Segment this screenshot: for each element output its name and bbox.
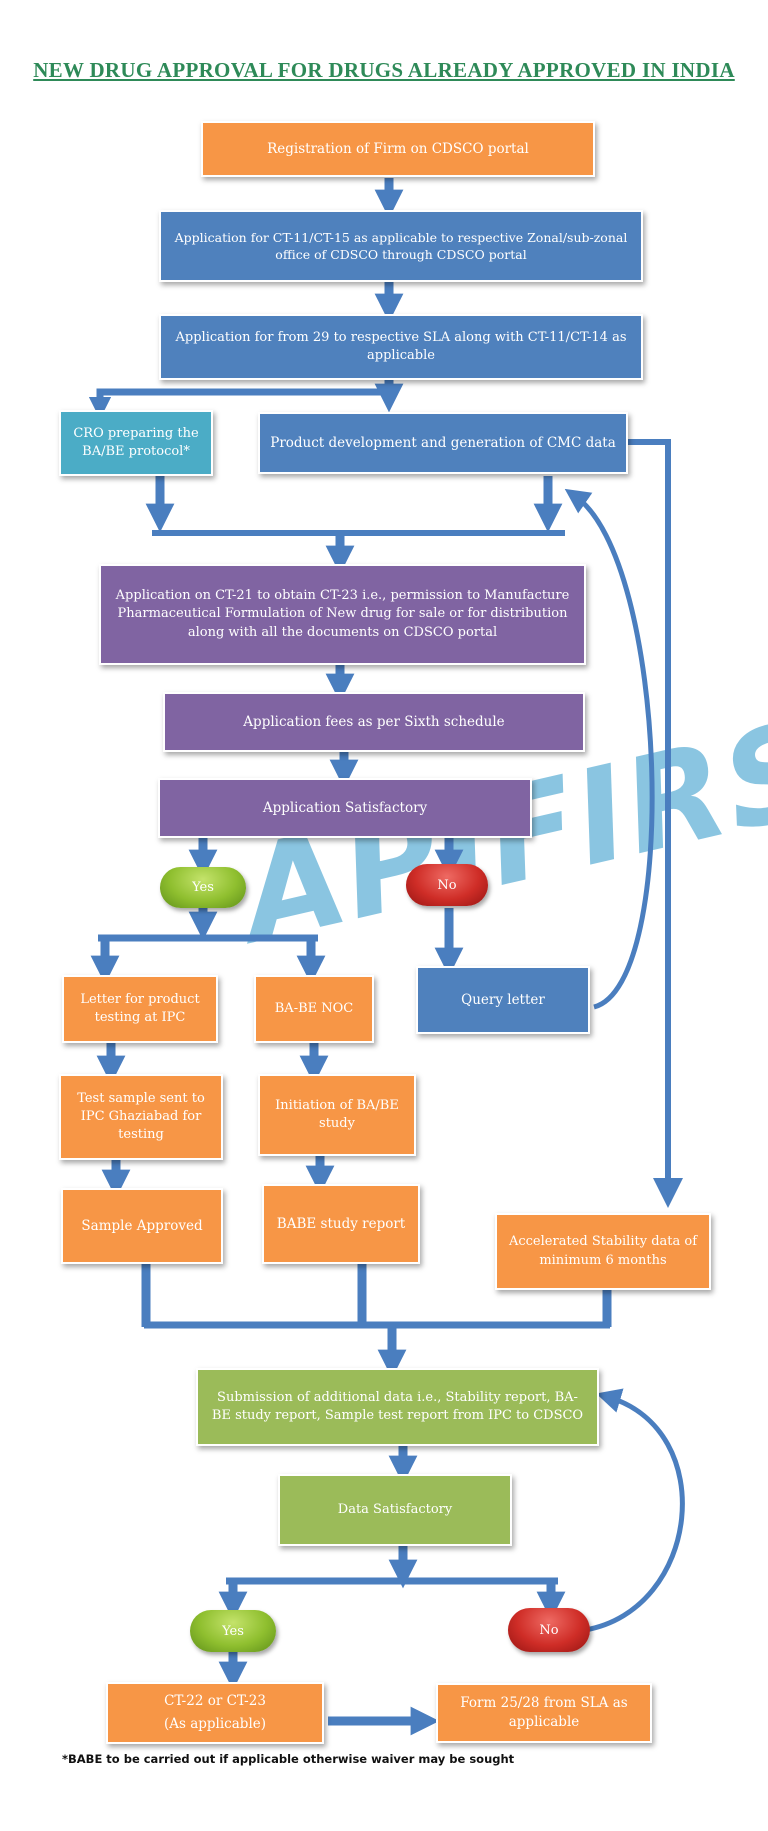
connector — [88, 388, 389, 420]
step-query-letter: Query letter — [416, 966, 590, 1034]
step-ct22-ct23: CT-22 or CT-23 (As applicable) — [106, 1682, 324, 1744]
step-test-sample: Test sample sent to IPC Ghaziabad for te… — [59, 1074, 223, 1160]
step-cro-protocol: CRO preparing the BA/BE protocol* — [59, 410, 213, 476]
step-sample-approved: Sample Approved — [61, 1188, 223, 1264]
step-application-satisfactory: Application Satisfactory — [158, 778, 532, 838]
step-initiation-babe: Initiation of BA/BE study — [258, 1074, 416, 1156]
step-application-ct11: Application for CT-11/CT-15 as applicabl… — [159, 210, 643, 282]
step-form-25-28: Form 25/28 from SLA as applicable — [436, 1683, 652, 1743]
step-product-development: Product development and generation of CM… — [258, 412, 628, 474]
loop-arrow — [584, 1388, 685, 1633]
step-data-satisfactory: Data Satisfactory — [278, 1474, 512, 1546]
step-submission-additional: Submission of additional data i.e., Stab… — [196, 1368, 599, 1446]
step-application-ct21: Application on CT-21 to obtain CT-23 i.e… — [99, 564, 586, 665]
footnote: *BABE to be carried out if applicable ot… — [62, 1752, 515, 1766]
ct22-line-2: (As applicable) — [163, 1716, 267, 1732]
loop-arrow — [564, 488, 655, 1010]
decision-yes-2: Yes — [190, 1610, 276, 1652]
step-letter-product-testing: Letter for product testing at IPC — [62, 975, 218, 1043]
step-registration: Registration of Firm on CDSCO portal — [201, 121, 595, 177]
step-application-form29: Application for from 29 to respective SL… — [159, 314, 643, 380]
decision-no-2: No — [508, 1608, 590, 1652]
decision-no-1: No — [406, 864, 488, 906]
page-title: NEW DRUG APPROVAL FOR DRUGS ALREADY APPR… — [33, 58, 735, 82]
ct22-line-1: CT-22 or CT-23 — [164, 1693, 266, 1710]
connector — [626, 439, 683, 1208]
decision-yes-1: Yes — [160, 867, 246, 908]
step-application-fees: Application fees as per Sixth schedule — [163, 692, 585, 752]
step-babe-report: BABE study report — [262, 1184, 420, 1264]
step-accelerated-stability: Accelerated Stability data of minimum 6 … — [495, 1213, 711, 1290]
step-babe-noc: BA-BE NOC — [254, 975, 374, 1043]
